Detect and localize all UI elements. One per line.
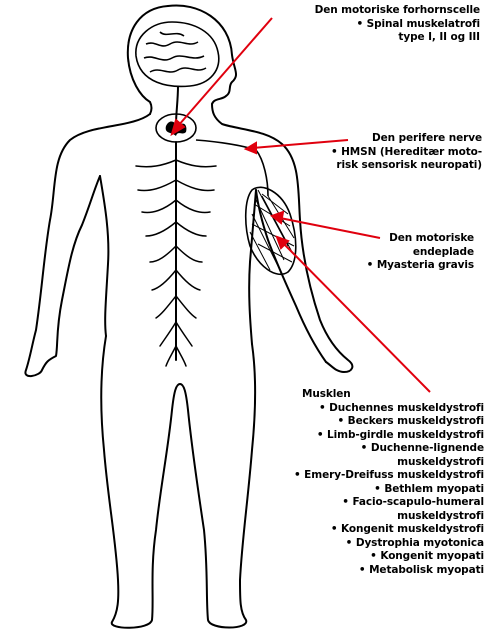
motor-neuron-title: Den motoriske forhornscelle — [315, 4, 480, 18]
label-peripheral-nerve: Den perifere nerve • HMSN (Hereditær mot… — [331, 132, 482, 173]
muscle-item: • Facio-scapulo-humeral — [294, 496, 484, 510]
arrowhead-peripheral-nerve — [246, 143, 256, 153]
muscle-item: • Dystrophia myotonica — [294, 537, 484, 551]
brain-icon — [136, 22, 219, 86]
pointer-lines — [172, 18, 430, 392]
muscle-item: • Metabolisk myopati — [294, 564, 484, 578]
label-motor-neuron: Den motoriske forhornscelle • Spinal mus… — [315, 4, 480, 45]
muscle-item: muskeldystrofi — [294, 456, 484, 470]
peripheral-nerve-item: risk sensorisk neuropati) — [331, 159, 482, 173]
muscle-item: • Beckers muskeldystrofi — [294, 415, 484, 429]
pointer-motor-neuron — [178, 18, 272, 126]
spinal-nerves — [136, 142, 216, 366]
muscle-title: Musklen — [294, 388, 484, 402]
muscle-item: muskeldystrofi — [294, 510, 484, 524]
peripheral-nerve-item: • HMSN (Hereditær moto- — [331, 146, 482, 160]
muscle-item: • Limb-girdle muskeldystrofi — [294, 429, 484, 443]
arrowhead-endplate — [272, 212, 283, 223]
muscle-item: • Emery-Dreifuss muskeldystrofi — [294, 469, 484, 483]
peripheral-nerve-title: Den perifere nerve — [331, 132, 482, 146]
motor-neuron-item: • Spinal muskelatrofi — [315, 18, 480, 32]
muscle-item: • Duchenne-lignende — [294, 442, 484, 456]
endplate-item: • Myasteria gravis — [367, 259, 474, 273]
brainstem — [176, 86, 178, 124]
motor-neuron-item: type I, II og III — [315, 31, 480, 45]
muscle-item: • Bethlem myopati — [294, 483, 484, 497]
label-endplate: Den motoriske endeplade • Myasteria grav… — [367, 232, 474, 273]
muscle-item: • Kongenit myopati — [294, 550, 484, 564]
muscle-item: • Duchennes muskeldystrofi — [294, 402, 484, 416]
label-muscle: Musklen • Duchennes muskeldystrofi • Bec… — [294, 388, 484, 577]
muscle-item: • Kongenit muskeldystrofi — [294, 523, 484, 537]
endplate-title: Den motoriske — [367, 232, 474, 246]
endplate-title-2: endeplade — [367, 246, 474, 260]
